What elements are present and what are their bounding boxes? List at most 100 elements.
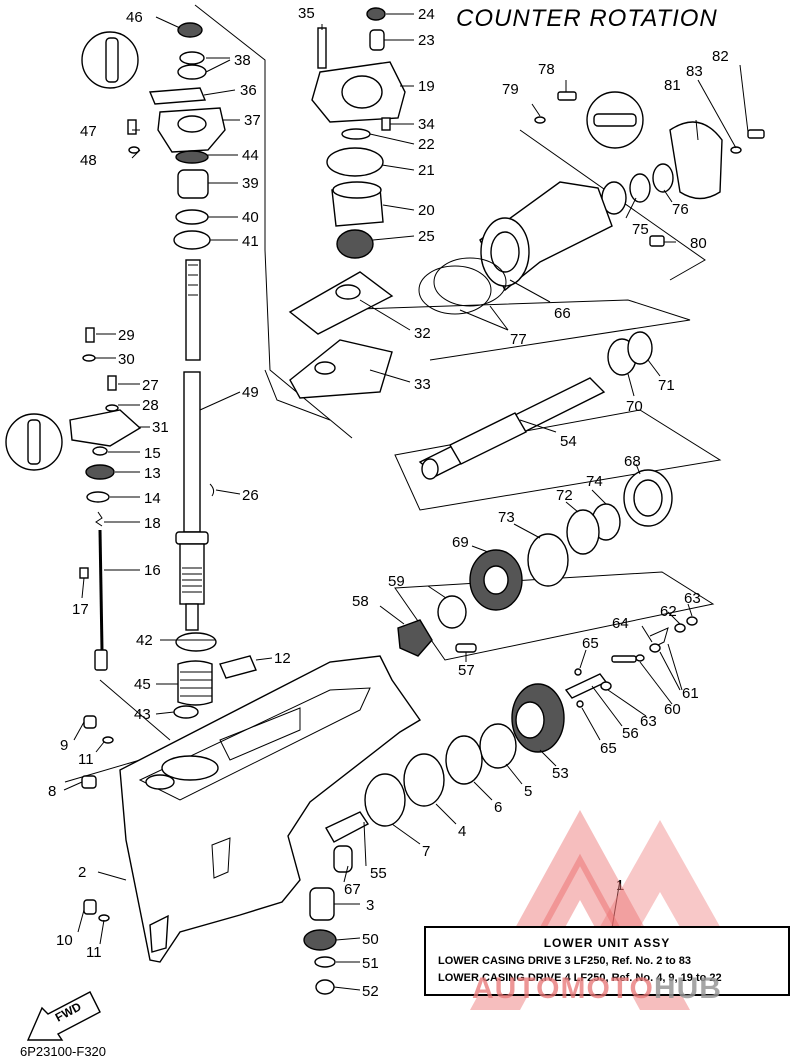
callout-51: 51 <box>362 955 379 972</box>
callout-39: 39 <box>242 175 259 192</box>
callout-18: 18 <box>144 515 161 532</box>
callout-17: 17 <box>72 601 89 618</box>
callout-82: 82 <box>712 48 729 65</box>
watermark-text: AUTOMOTOHUB <box>472 972 722 1006</box>
callout-28: 28 <box>142 397 159 414</box>
callout-19: 19 <box>418 78 435 95</box>
callout-77: 77 <box>510 331 527 348</box>
page-title: COUNTER ROTATION <box>456 5 718 32</box>
callout-65-lower: 65 <box>600 740 617 757</box>
info-row-drive-3: LOWER CASING DRIVE 3 LF250, Ref. No. 2 t… <box>438 955 692 967</box>
callout-83: 83 <box>686 63 703 80</box>
forward-gear-parts <box>397 469 673 657</box>
callout-62: 62 <box>660 603 677 620</box>
callout-31: 31 <box>152 419 169 436</box>
callout-71: 71 <box>658 377 675 394</box>
callout-58: 58 <box>352 593 369 610</box>
callout-76: 76 <box>672 201 689 218</box>
callout-44: 44 <box>242 147 259 164</box>
callout-16: 16 <box>144 562 161 579</box>
fwd-arrow-icon: FWD <box>26 991 101 1041</box>
callout-38: 38 <box>234 52 251 69</box>
callout-42: 42 <box>136 632 153 649</box>
reverse-gear-parts <box>303 683 565 995</box>
water-pump-parts <box>288 7 406 399</box>
upper-seal-housing-parts <box>81 22 226 250</box>
callout-25: 25 <box>418 228 435 245</box>
callout-47: 47 <box>80 123 97 140</box>
callout-1: 1 <box>616 877 624 894</box>
callout-12: 12 <box>274 650 291 667</box>
callout-75: 75 <box>632 221 649 238</box>
callout-3: 3 <box>366 897 374 914</box>
callout-6: 6 <box>494 799 502 816</box>
callout-74: 74 <box>586 473 603 490</box>
callout-53: 53 <box>552 765 569 782</box>
watermark-word: AUTOMOTO <box>472 972 654 1005</box>
callout-63-lower: 63 <box>640 713 657 730</box>
propeller-shaft-housing-parts <box>418 91 765 315</box>
callout-22: 22 <box>418 136 435 153</box>
callout-11: 11 <box>78 751 94 768</box>
callout-36: 36 <box>240 82 257 99</box>
callout-80: 80 <box>690 235 707 252</box>
callout-14: 14 <box>144 490 161 507</box>
callout-64: 64 <box>612 615 629 632</box>
callout-63: 63 <box>684 590 701 607</box>
callout-29: 29 <box>118 327 135 344</box>
callout-59: 59 <box>388 573 405 590</box>
callout-5: 5 <box>524 783 532 800</box>
callout-2: 2 <box>78 864 86 881</box>
callout-56: 56 <box>622 725 639 742</box>
callout-numbers: 46 38 36 47 37 48 44 39 40 41 35 24 23 1… <box>48 5 729 1000</box>
lower-casing <box>119 655 422 963</box>
callout-33: 33 <box>414 376 431 393</box>
casing-small-parts <box>81 483 257 922</box>
callout-78: 78 <box>538 61 555 78</box>
lower-unit-info-box: LOWER UNIT ASSY LOWER CASING DRIVE 3 LF2… <box>424 926 790 996</box>
callout-37: 37 <box>244 112 261 129</box>
callout-67: 67 <box>344 881 361 898</box>
callout-61: 61 <box>682 685 699 702</box>
drive-shaft <box>175 259 209 631</box>
callout-10: 10 <box>56 932 73 949</box>
callout-65: 65 <box>582 635 599 652</box>
callout-55: 55 <box>370 865 387 882</box>
info-heading: LOWER UNIT ASSY <box>543 936 671 950</box>
callout-79: 79 <box>502 81 519 98</box>
callout-9: 9 <box>60 737 68 754</box>
leader-lines <box>63 13 749 991</box>
callout-70: 70 <box>626 398 643 415</box>
callout-54: 54 <box>560 433 577 450</box>
callout-45: 45 <box>134 676 151 693</box>
callout-11-lower: 11 <box>86 944 102 961</box>
callout-72: 72 <box>556 487 573 504</box>
info-row-drive-4: LOWER CASING DRIVE 4 LF250, Ref. No. 4, … <box>438 972 722 984</box>
callout-81: 81 <box>664 77 681 94</box>
callout-43: 43 <box>134 706 151 723</box>
callout-41: 41 <box>242 233 259 250</box>
callout-27: 27 <box>142 377 159 394</box>
callout-15: 15 <box>144 445 161 462</box>
callout-34: 34 <box>418 116 435 133</box>
callout-52: 52 <box>362 983 379 1000</box>
callout-40: 40 <box>242 209 259 226</box>
callout-8: 8 <box>48 783 56 800</box>
callout-49: 49 <box>242 384 259 401</box>
callout-20: 20 <box>418 202 435 219</box>
callout-68: 68 <box>624 453 641 470</box>
shift-rod-parts <box>5 327 142 671</box>
watermark-suffix: HUB <box>653 972 722 1005</box>
callout-21: 21 <box>418 162 435 179</box>
callout-46: 46 <box>126 9 143 26</box>
diagram-code: 6P23100-F320 <box>20 1044 106 1059</box>
callout-69: 69 <box>452 534 469 551</box>
callout-7: 7 <box>422 843 430 860</box>
callout-57: 57 <box>458 662 475 679</box>
callout-4: 4 <box>458 823 466 840</box>
shift-plunger-parts <box>564 616 698 708</box>
callout-32: 32 <box>414 325 431 342</box>
callout-48: 48 <box>80 152 97 169</box>
